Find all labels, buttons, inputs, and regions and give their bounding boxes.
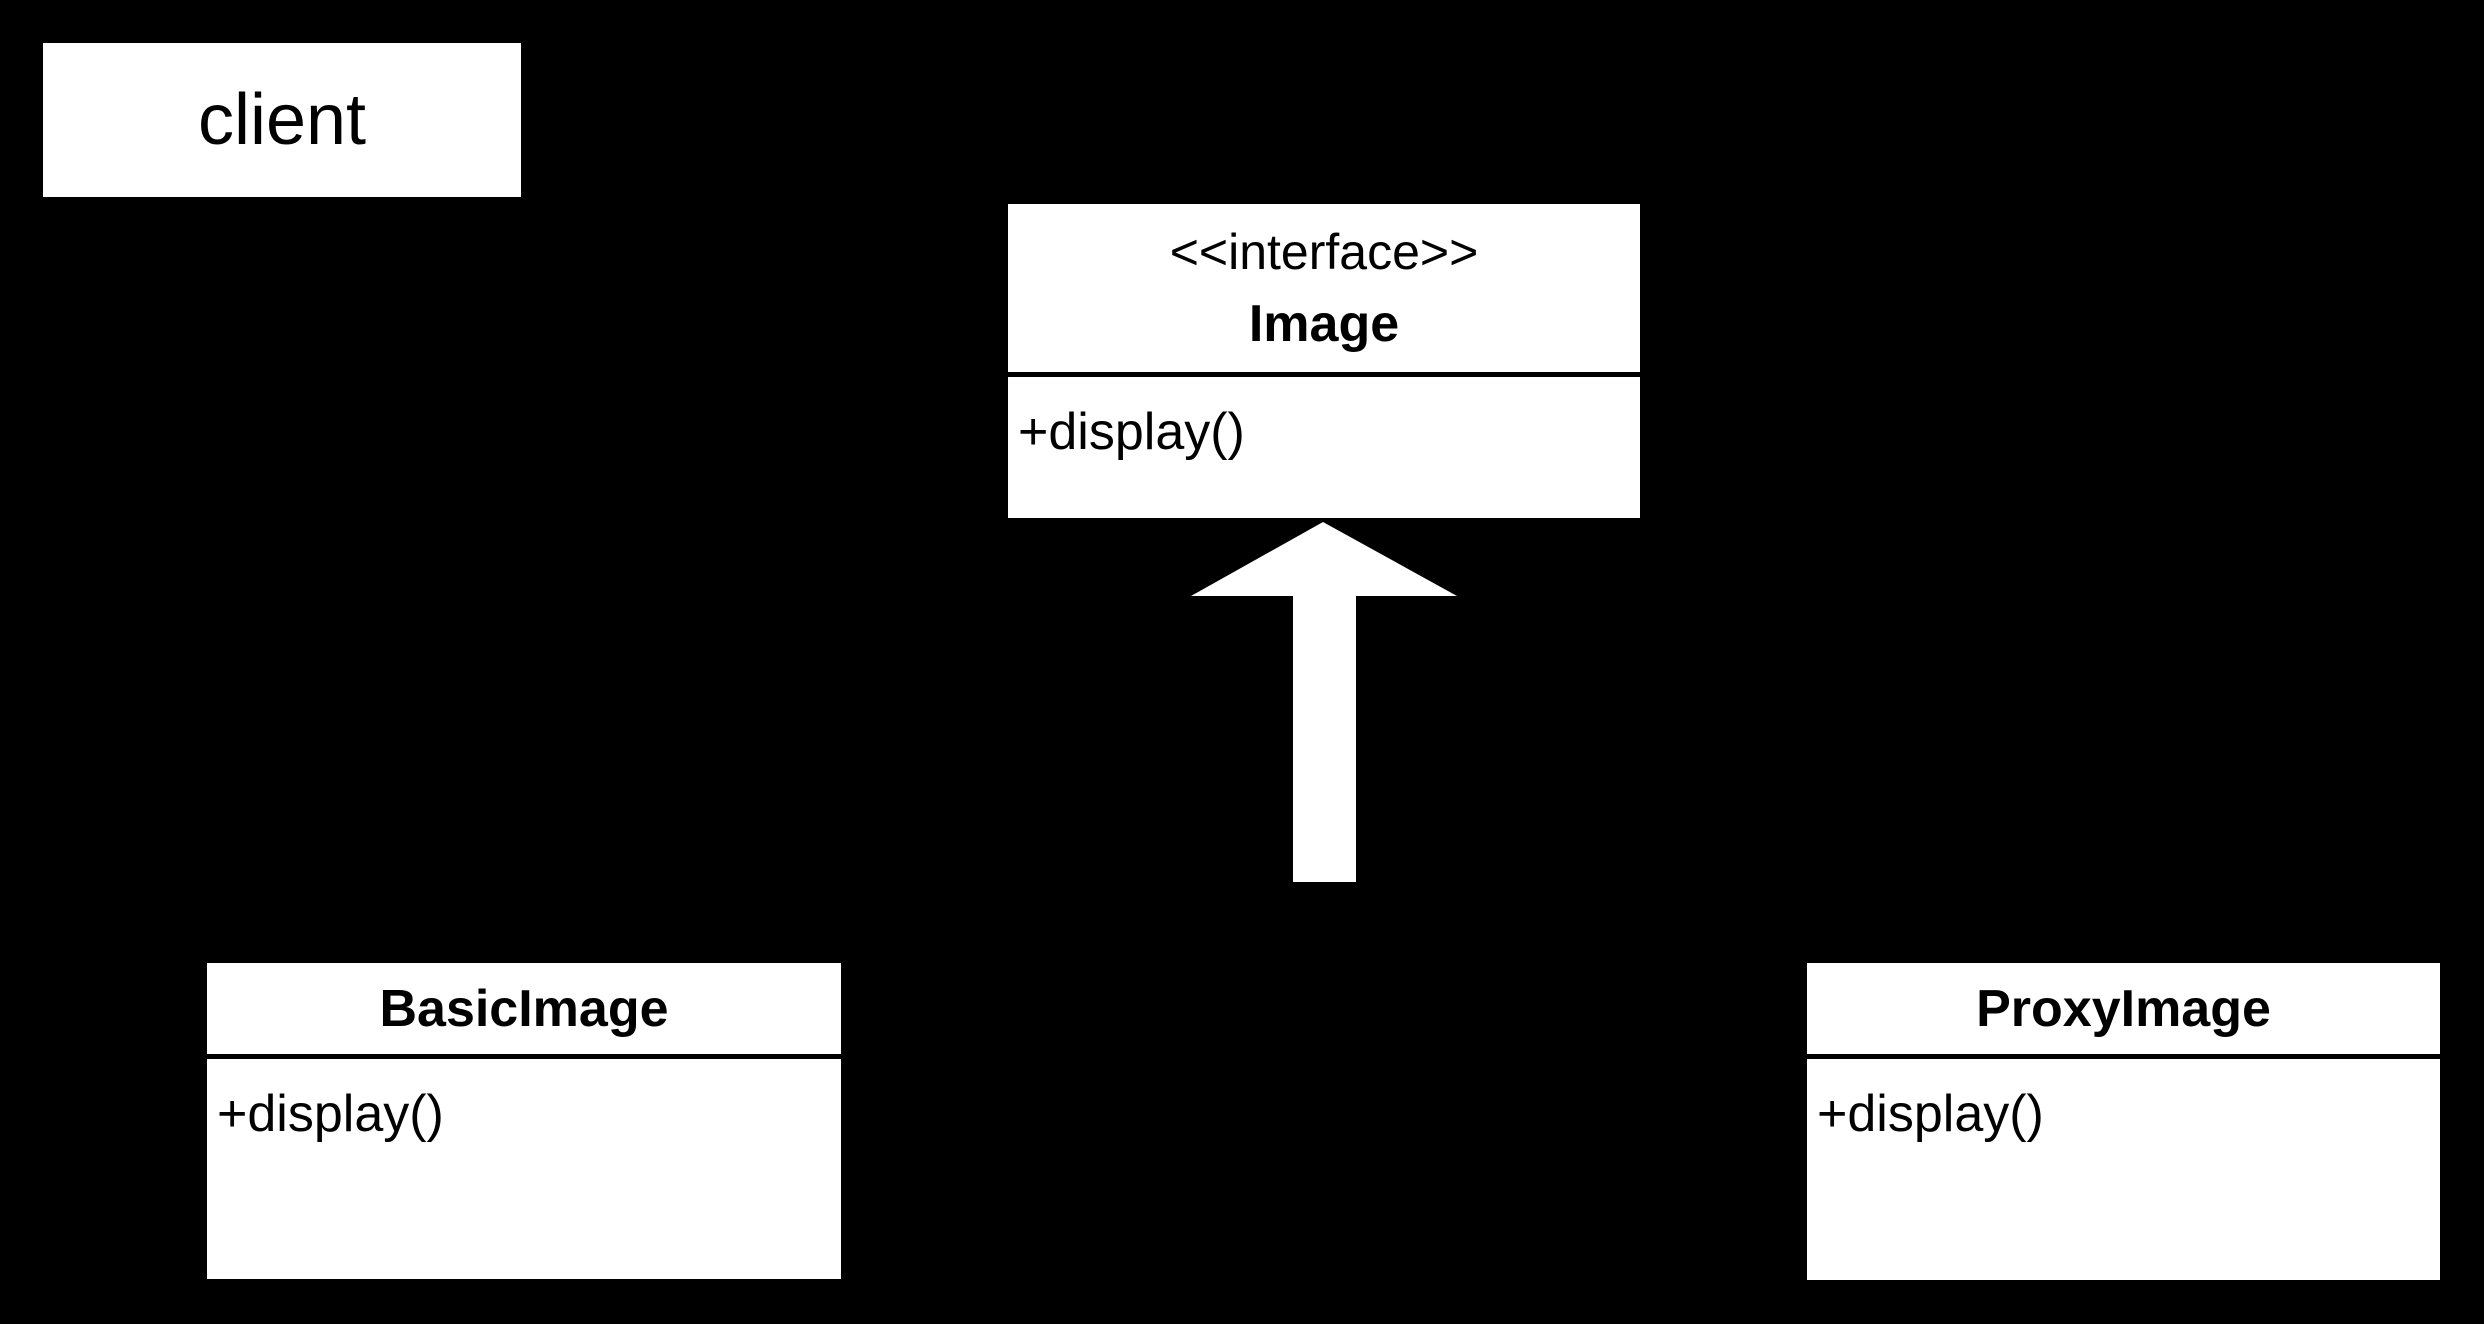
- interface-method-display: +display(): [1018, 403, 1245, 461]
- basic-image-class-name: BasicImage: [379, 979, 669, 1038]
- basic-image-method-compartment: +display(): [207, 1059, 841, 1279]
- compartment-divider: [1807, 1054, 2440, 1059]
- interface-class-name: Image: [1248, 295, 1400, 353]
- compartment-divider: [207, 1054, 841, 1059]
- basic-image-class-header: BasicImage: [207, 963, 841, 1054]
- client-label: client: [197, 80, 367, 160]
- proxy-image-method-display: +display(): [1817, 1085, 2044, 1143]
- client-box: client: [43, 43, 521, 197]
- basic-image-method-display: +display(): [217, 1085, 444, 1143]
- interface-class-header: <<interface>> Image: [1008, 204, 1640, 372]
- interface-image-class-box: <<interface>> Image +display(): [1008, 204, 1640, 518]
- interface-method-compartment: +display(): [1008, 377, 1640, 518]
- realization-arrow-icon: [1191, 522, 1457, 882]
- basic-image-class-box: BasicImage +display(): [207, 963, 841, 1279]
- proxy-image-class-box: ProxyImage +display(): [1807, 963, 2440, 1280]
- interface-stereotype-label: <<interface>>: [1169, 224, 1479, 280]
- proxy-image-class-name: ProxyImage: [1976, 979, 2271, 1038]
- proxy-image-class-header: ProxyImage: [1807, 963, 2440, 1054]
- proxy-image-method-compartment: +display(): [1807, 1059, 2440, 1280]
- compartment-divider: [1008, 372, 1640, 377]
